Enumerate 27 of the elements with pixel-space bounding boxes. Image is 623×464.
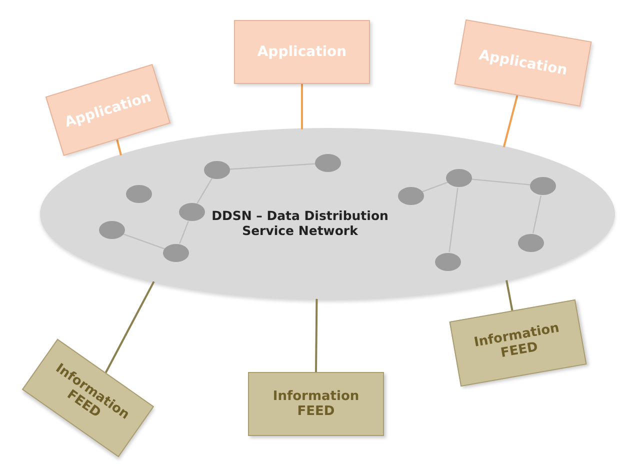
network-node-dot [446,169,472,187]
connector-line [315,298,318,372]
connector-line [506,280,514,311]
link-line [532,196,542,234]
link-line [179,221,189,244]
connector-line [116,139,122,156]
network-node-dot [126,185,152,203]
application-box: Application [234,20,370,84]
connector-line [502,95,518,148]
link-line [121,232,167,250]
link-line [420,180,450,194]
network-node-dot [398,187,424,205]
network-node-dot [315,154,341,172]
connector-line [104,281,155,374]
feed-box: Information FEED [248,372,384,436]
link-line [196,178,212,204]
network-label: DDSN – Data Distribution Service Network [210,208,390,238]
network-node-dot [435,253,461,271]
network-node-dot [99,221,125,239]
network-node-dot [530,177,556,195]
link-line [448,188,458,252]
network-node-dot [518,234,544,252]
network-node-dot [204,161,230,179]
network-node-dot [179,203,205,221]
network-node-dot [163,244,189,262]
connector-line [301,84,303,130]
feed-box: Information FEED [449,299,587,387]
